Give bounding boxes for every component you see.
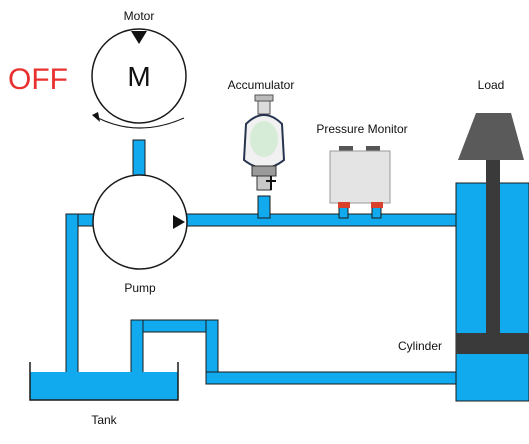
return-line-left-drop [130, 319, 144, 377]
accumulator-label: Accumulator [228, 78, 295, 92]
cylinder-rod [486, 157, 500, 337]
load: Load [458, 78, 524, 160]
suction-line-vertical [65, 213, 79, 375]
cylinder-piston [456, 333, 529, 354]
cylinder: Cylinder [398, 157, 529, 402]
tank-fluid [30, 372, 178, 400]
pressure-line [181, 213, 459, 227]
motor: M Motor [91, 9, 187, 129]
monitor-port-right [371, 202, 383, 208]
motor-body [91, 28, 187, 124]
pump-direction-arrow [173, 215, 185, 229]
return-line-outer [130, 319, 219, 333]
accumulator-base [251, 165, 277, 177]
cylinder-label: Cylinder [398, 339, 442, 353]
motor-rotation-arc [97, 117, 185, 129]
motor-shaft [132, 139, 146, 181]
monitor-port-left [338, 202, 350, 208]
motor-status: OFF [8, 63, 68, 96]
rotation-arrowhead-icon [92, 112, 100, 122]
load-label: Load [478, 78, 505, 92]
accumulator: Accumulator [228, 78, 295, 191]
accumulator-valve-cap [254, 94, 274, 102]
monitor-terminal-right [366, 146, 380, 152]
motor-direction-arrow [131, 31, 147, 44]
tank: Tank [29, 362, 179, 427]
load-block [458, 113, 524, 160]
pressure-monitor: Pressure Monitor [316, 122, 408, 208]
pump: Pump [92, 174, 188, 295]
tank-walls [29, 362, 179, 401]
accumulator-bladder [250, 121, 278, 157]
monitor-body [329, 150, 391, 204]
accumulator-branch [257, 195, 271, 219]
pump-label: Pump [124, 281, 156, 295]
monitor-terminal-left [339, 146, 353, 152]
motor-letter: M [127, 61, 150, 92]
motor-label: Motor [124, 9, 155, 23]
pressure-monitor-label: Pressure Monitor [316, 122, 407, 136]
return-line-bottom [205, 371, 459, 385]
tank-label: Tank [91, 413, 117, 427]
pump-body [92, 174, 188, 270]
accumulator-port [256, 175, 272, 191]
